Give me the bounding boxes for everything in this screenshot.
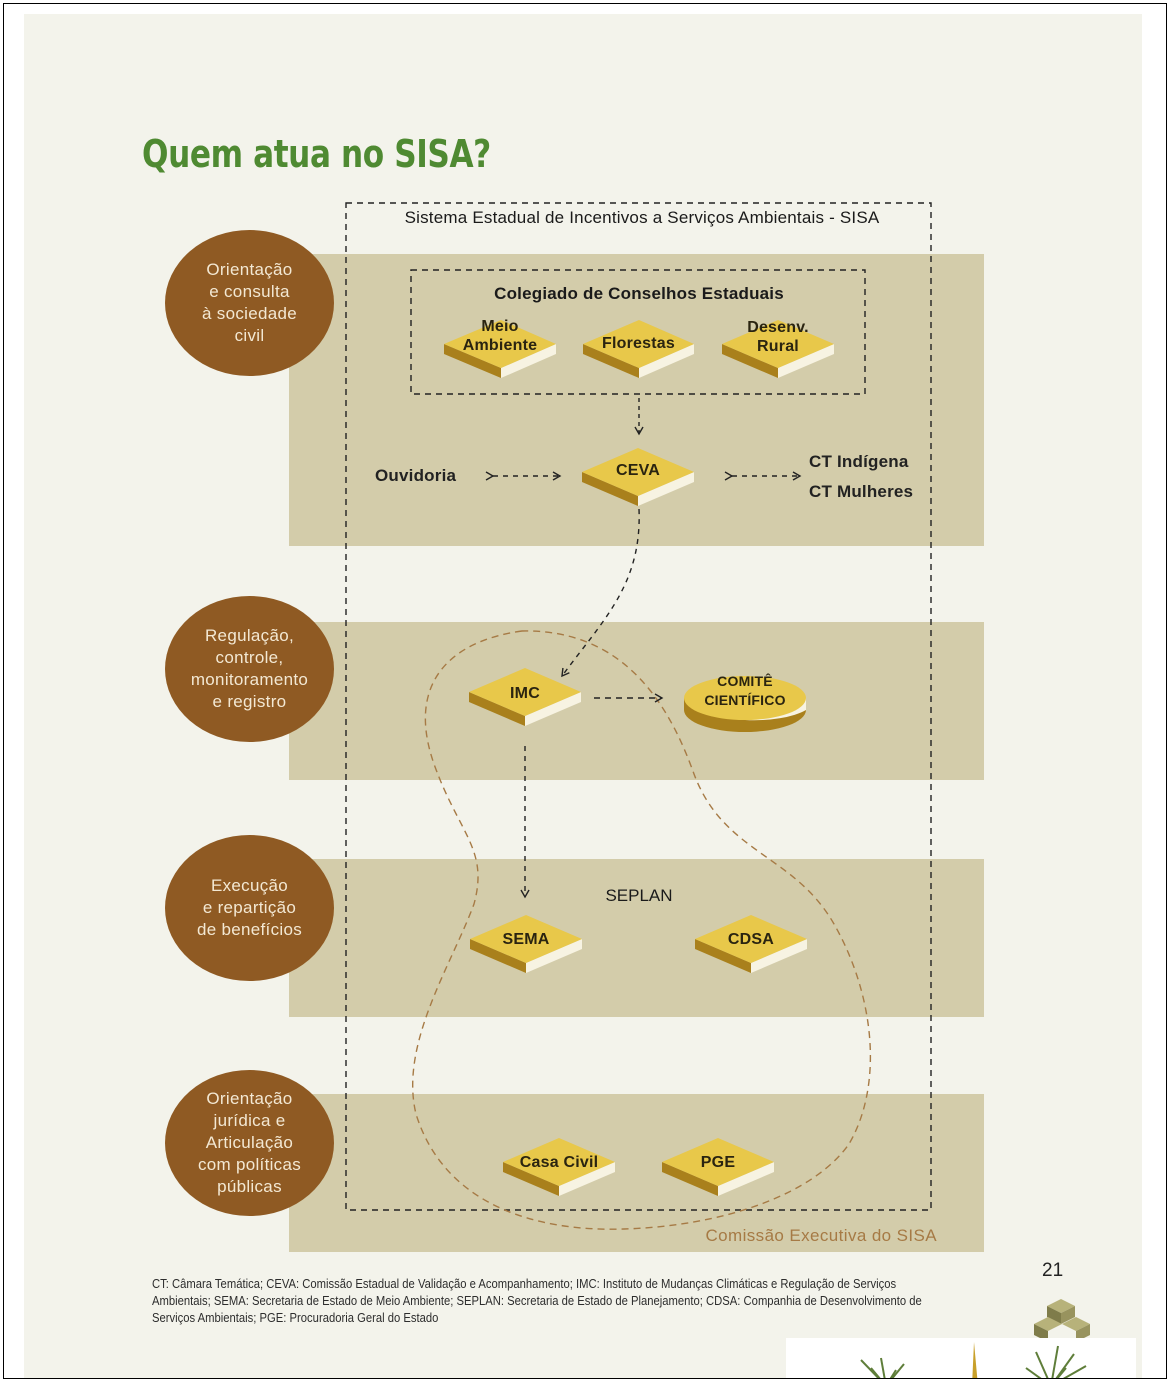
node-label-imc: IMC xyxy=(510,685,540,702)
colegiado-boundary xyxy=(410,269,866,395)
node-ceva xyxy=(582,448,694,506)
role-circle-execucao: Execução e repartição de benefícios xyxy=(165,835,334,981)
node-label-sema: SEMA xyxy=(502,931,550,948)
plant-illustration-icon xyxy=(860,1342,1087,1378)
node-sema xyxy=(470,915,582,973)
node-label-pge: PGE xyxy=(700,1154,736,1171)
band-juridica xyxy=(289,1094,984,1252)
cube-stack-icon xyxy=(1034,1299,1090,1342)
node-label-ceva: CEVA xyxy=(615,462,661,479)
executive-commission-label: Comissão Executiva do SISA xyxy=(705,1226,937,1245)
sisa-label: Sistema Estadual de Incentivos a Serviço… xyxy=(404,208,880,227)
node-label-desenv-rural: Desenv. Rural xyxy=(747,319,809,355)
node-label-florestas: Florestas xyxy=(602,335,675,352)
node-label-cdsa: CDSA xyxy=(727,931,775,948)
node-meio-ambiente xyxy=(444,320,556,378)
node-casa-civil xyxy=(503,1138,615,1196)
node-florestas xyxy=(583,320,694,378)
ct-indigena-label: CT Indígena xyxy=(809,452,909,471)
node-pge xyxy=(662,1138,774,1196)
ouvidoria-label: Ouvidoria xyxy=(375,466,457,485)
diagram-graphics xyxy=(345,202,1090,1342)
page-frame: Quem atua no SISA? Orientação e consulta… xyxy=(3,3,1167,1379)
footnote: CT: Câmara Temática; CEVA: Comissão Esta… xyxy=(152,1277,922,1325)
band-regulacao xyxy=(289,622,984,780)
ct-mulheres-label: CT Mulheres xyxy=(809,482,914,501)
node-comite-cientifico xyxy=(684,676,806,732)
executive-commission-outline xyxy=(412,630,872,1230)
page-number: 21 xyxy=(1042,1260,1064,1281)
node-label-meio-ambiente: Meio Ambiente xyxy=(462,318,538,354)
role-circle-consulta: Orientação e consulta à sociedade civil xyxy=(165,230,334,376)
role-label-regulacao: Regulação, controle, monitoramento e reg… xyxy=(190,626,309,711)
role-label-juridica: Orientação jurídica e Articulação com po… xyxy=(197,1089,302,1196)
colegiado-label: Colegiado de Conselhos Estaduais xyxy=(494,284,784,303)
node-desenv-rural xyxy=(722,320,834,378)
role-circle-juridica: Orientação jurídica e Articulação com po… xyxy=(165,1070,334,1216)
role-circle-regulacao: Regulação, controle, monitoramento e reg… xyxy=(165,596,334,742)
node-label-casa-civil: Casa Civil xyxy=(519,1154,599,1171)
seplan-label: SEPLAN xyxy=(605,886,673,905)
plant-illustration-area xyxy=(786,1338,1136,1378)
role-label-consulta: Orientação e consulta à sociedade civil xyxy=(202,260,297,345)
sisa-boundary xyxy=(345,202,932,1211)
page-title: Quem atua no SISA? xyxy=(142,132,491,176)
arrow-ceva-imc xyxy=(561,508,640,678)
band-execucao xyxy=(289,859,984,1017)
node-label-comite-cientifico: COMITÊ CIENTÍFICO xyxy=(704,673,786,708)
node-cdsa xyxy=(695,915,807,973)
node-imc xyxy=(469,668,581,726)
role-label-execucao: Execução e repartição de benefícios xyxy=(196,876,303,939)
